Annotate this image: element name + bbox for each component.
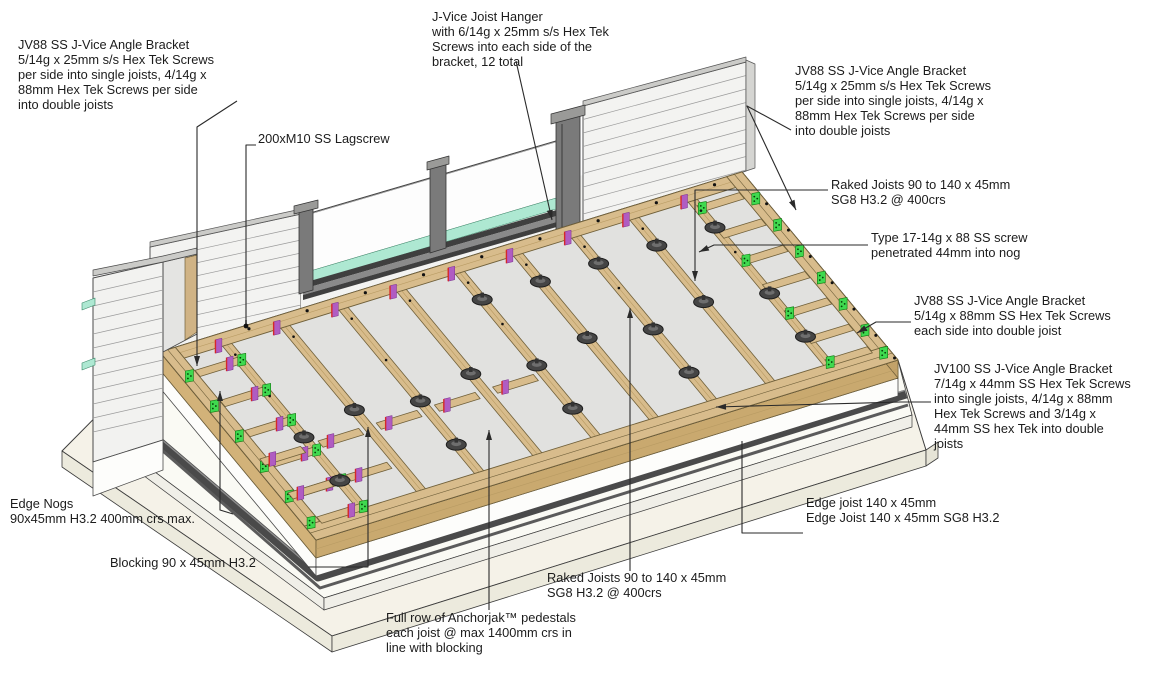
left-wall-corner (81, 247, 198, 497)
label-type17-screw: Type 17-14g x 88 SS screw penetrated 44m… (871, 230, 1028, 260)
deck-hardware (185, 183, 897, 530)
label-anchorjak-pedestals: Full row of Anchorjak™ pedestals each jo… (386, 610, 576, 655)
window-sliding-door (293, 104, 586, 300)
label-jv88-angle-bracket-right: JV88 SS J-Vice Angle Bracket 5/14g x 25m… (795, 63, 992, 138)
label-jv100-angle-bracket: JV100 SS J-Vice Angle Bracket 7/14g x 44… (934, 361, 1131, 451)
label-jvice-joist-hanger: J-Vice Joist Hanger with 6/14g x 25mm s/… (432, 9, 609, 69)
label-jv88-angle-bracket-left: JV88 SS J-Vice Angle Bracket 5/14g x 25m… (18, 37, 215, 112)
label-edge-nogs: Edge Nogs 90x45mm H3.2 400mm crs max. (10, 496, 195, 526)
label-jv88-double-joist: JV88 SS J-Vice Angle Bracket 5/14g x 88m… (914, 293, 1111, 338)
label-blocking: Blocking 90 x 45mm H3.2 (110, 555, 256, 570)
label-raked-joists-top: Raked Joists 90 to 140 x 45mm SG8 H3.2 @… (831, 177, 1011, 207)
label-edge-joist: Edge joist 140 x 45mm Edge Joist 140 x 4… (806, 495, 1000, 525)
label-lagscrew: 200xM10 SS Lagscrew (258, 131, 390, 146)
annotation-leaders (194, 60, 931, 610)
label-raked-joists-bottom: Raked Joists 90 to 140 x 45mm SG8 H3.2 @… (547, 570, 727, 600)
